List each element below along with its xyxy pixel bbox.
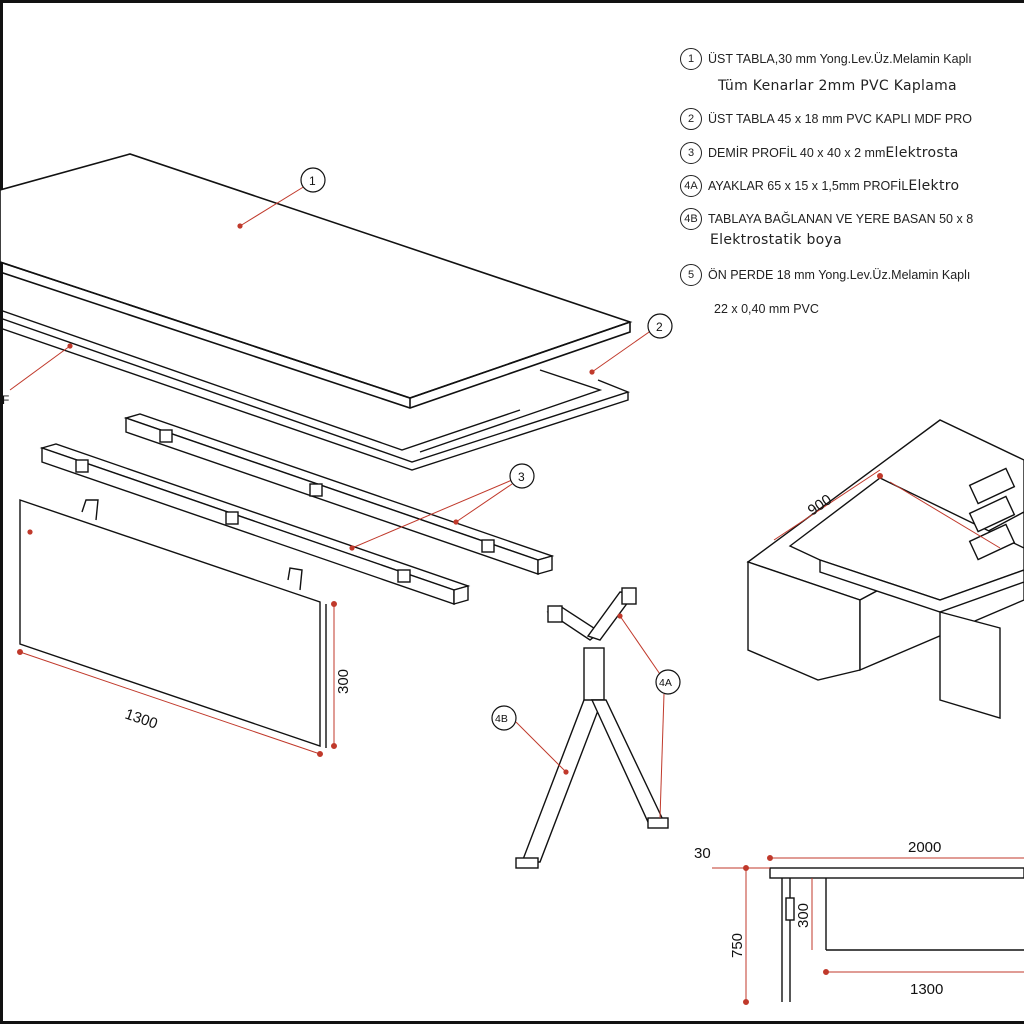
leader-lines [9, 185, 665, 819]
side-dimension-lines [712, 855, 1024, 1005]
legend-number-2: 2 [680, 108, 702, 130]
desk-depth-dimension [773, 469, 1001, 549]
side-height-label: 750 [729, 933, 746, 958]
callout-4b: 4B [491, 705, 517, 731]
panel-height-label: 300 [335, 669, 352, 694]
legend-sub-4b: Elektrostatik boya [710, 232, 842, 248]
callout-4b-label: 4B [495, 713, 508, 725]
callout-3-label: 3 [518, 470, 525, 484]
callout-4a-label: 4A [659, 677, 672, 689]
panel-dimension-lines [17, 601, 337, 757]
callout-1: 1 [300, 167, 326, 193]
callout-1-label: 1 [309, 174, 316, 188]
legend-item-4a: 4A AYAKLAR 65 x 15 x 1,5mm PROFİL Elektr… [680, 175, 959, 197]
callout-2: 2 [647, 313, 673, 339]
side-panel-height-label: 300 [795, 903, 812, 928]
legend-sub-5: 22 x 0,40 mm PVC [714, 302, 819, 316]
legend-tail-3: Elektrosta [885, 145, 959, 161]
modesty-panel [19, 499, 327, 748]
legend-number-4b: 4B [680, 208, 702, 230]
steel-profiles [39, 413, 555, 605]
legend-text-1: ÜST TABLA,30 mm Yong.Lev.Üz.Melamin Kapl… [708, 52, 972, 66]
legend-number-4a: 4A [680, 175, 702, 197]
legend-item-4b: 4B TABLAYA BAĞLANAN VE YERE BASAN 50 x 8 [680, 208, 973, 230]
legend-text-4b: TABLAYA BAĞLANAN VE YERE BASAN 50 x 8 [708, 212, 974, 226]
legend-text-2: ÜST TABLA 45 x 18 mm PVC KAPLI MDF PRO [708, 112, 972, 126]
legend-item-2: 2 ÜST TABLA 45 x 18 mm PVC KAPLI MDF PRO [680, 108, 972, 130]
legend-tail-4a: Elektro [908, 178, 960, 194]
desk-perspective [746, 419, 1024, 719]
callout-2-label: 2 [656, 320, 663, 334]
legend-item-5: 5 ÖN PERDE 18 mm Yong.Lev.Üz.Melamin Kap… [680, 264, 970, 286]
panel-width-label: 1300 [123, 706, 160, 733]
callout-3: 3 [509, 463, 535, 489]
legend-number-1: 1 [680, 48, 702, 70]
mdf-frame [0, 261, 631, 471]
side-length-label: 2000 [908, 839, 941, 856]
legend-sub-1: Tüm Kenarlar 2mm PVC Kaplama [718, 78, 957, 94]
leader-dots [27, 223, 623, 775]
legend-number-3: 3 [680, 142, 702, 164]
legend-number-5: 5 [680, 264, 702, 286]
top-board [0, 153, 633, 409]
side-top-thickness-label: 30 [694, 845, 711, 862]
legend-item-3: 3 DEMİR PROFİL 40 x 40 x 2 mm Elektrosta [680, 142, 959, 164]
callout-4a: 4A [655, 669, 681, 695]
legend-text-4a: AYAKLAR 65 x 15 x 1,5mm PROFİL [708, 179, 909, 193]
cut-off-label: F [2, 393, 9, 407]
leg-assembly [515, 587, 669, 869]
legend-text-5: ÖN PERDE 18 mm Yong.Lev.Üz.Melamin Kaplı [708, 268, 971, 282]
legend-item-1: 1 ÜST TABLA,30 mm Yong.Lev.Üz.Melamin Ka… [680, 48, 972, 70]
side-elevation [769, 867, 1024, 1002]
side-panel-width-label: 1300 [910, 981, 943, 998]
legend-text-3: DEMİR PROFİL 40 x 40 x 2 mm [708, 146, 886, 160]
